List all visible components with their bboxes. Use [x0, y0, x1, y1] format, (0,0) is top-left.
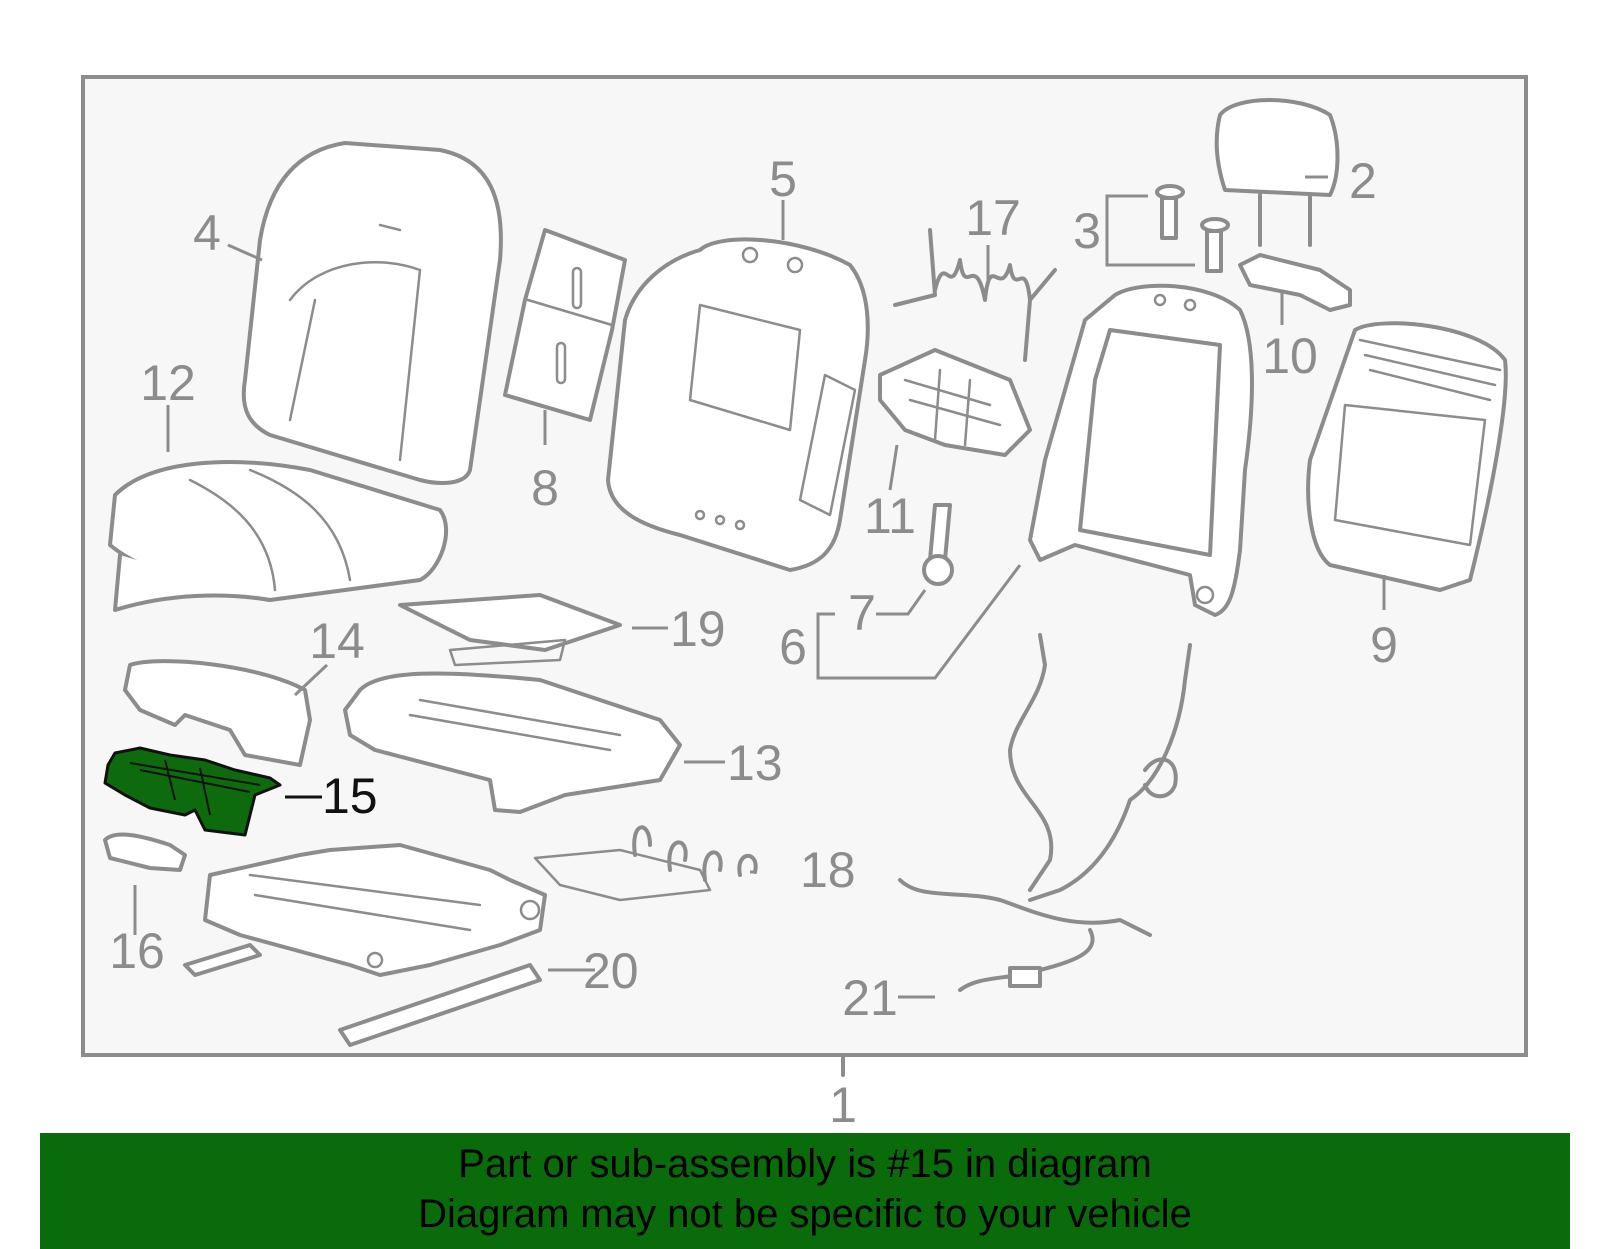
part-9-back-panel: [1306, 321, 1508, 592]
part-4-seatback-cover: [241, 141, 503, 485]
part-2-headrest: [1214, 98, 1340, 247]
callout-17: 17: [965, 190, 1021, 246]
part-3-guides: [1155, 184, 1230, 273]
info-banner: Part or sub-assembly is #15 in diagram D…: [40, 1133, 1570, 1249]
callout-5: 5: [769, 151, 797, 207]
leader-lines: [133, 175, 1386, 999]
callout-8: 8: [531, 460, 559, 516]
part-11-lumbar: [878, 348, 1032, 457]
callout-9: 9: [1370, 617, 1398, 673]
callout-10: 10: [1262, 328, 1318, 384]
callout-7: 7: [848, 585, 876, 641]
part-16-trim: [103, 832, 187, 872]
part-14-bolster: [123, 659, 312, 767]
callout-1: 1: [829, 1077, 857, 1133]
callout-13: 13: [727, 735, 783, 791]
part-21-harness: [898, 633, 1192, 992]
part-18-wire-mat: [533, 825, 758, 902]
callout-6: 6: [779, 619, 807, 675]
part-10-bracket: [1238, 253, 1352, 312]
callout-11: 11: [864, 488, 916, 544]
part-17-spring: [893, 228, 1057, 362]
callout-20: 20: [583, 943, 639, 999]
banner-line-2: Diagram may not be specific to your vehi…: [418, 1192, 1192, 1236]
callout-2: 2: [1349, 153, 1377, 209]
callout-14: 14: [309, 613, 365, 669]
banner-line-1: Part or sub-assembly is #15 in diagram: [458, 1142, 1152, 1186]
callout-16: 16: [109, 923, 165, 979]
callout-15: 15: [322, 768, 378, 824]
part-20-adjuster: [183, 843, 547, 1047]
callout-21: 21: [842, 970, 898, 1026]
part-7-motor: [922, 503, 954, 586]
part-15-highlighted: [103, 746, 282, 837]
part-5-seatback-pad: [606, 237, 870, 572]
part-13-cushion-pad: [343, 671, 682, 814]
callout-19: 19: [670, 601, 726, 657]
callout-18: 18: [800, 842, 856, 898]
part-12-cushion-cover: [108, 460, 449, 612]
callout-3: 3: [1073, 203, 1101, 259]
part-8-back-panel: [503, 228, 627, 422]
part-6-back-frame: [1028, 283, 1254, 617]
part-19-cushion-pan: [398, 593, 622, 667]
callout-4: 4: [193, 205, 221, 261]
callout-12: 12: [140, 355, 196, 411]
